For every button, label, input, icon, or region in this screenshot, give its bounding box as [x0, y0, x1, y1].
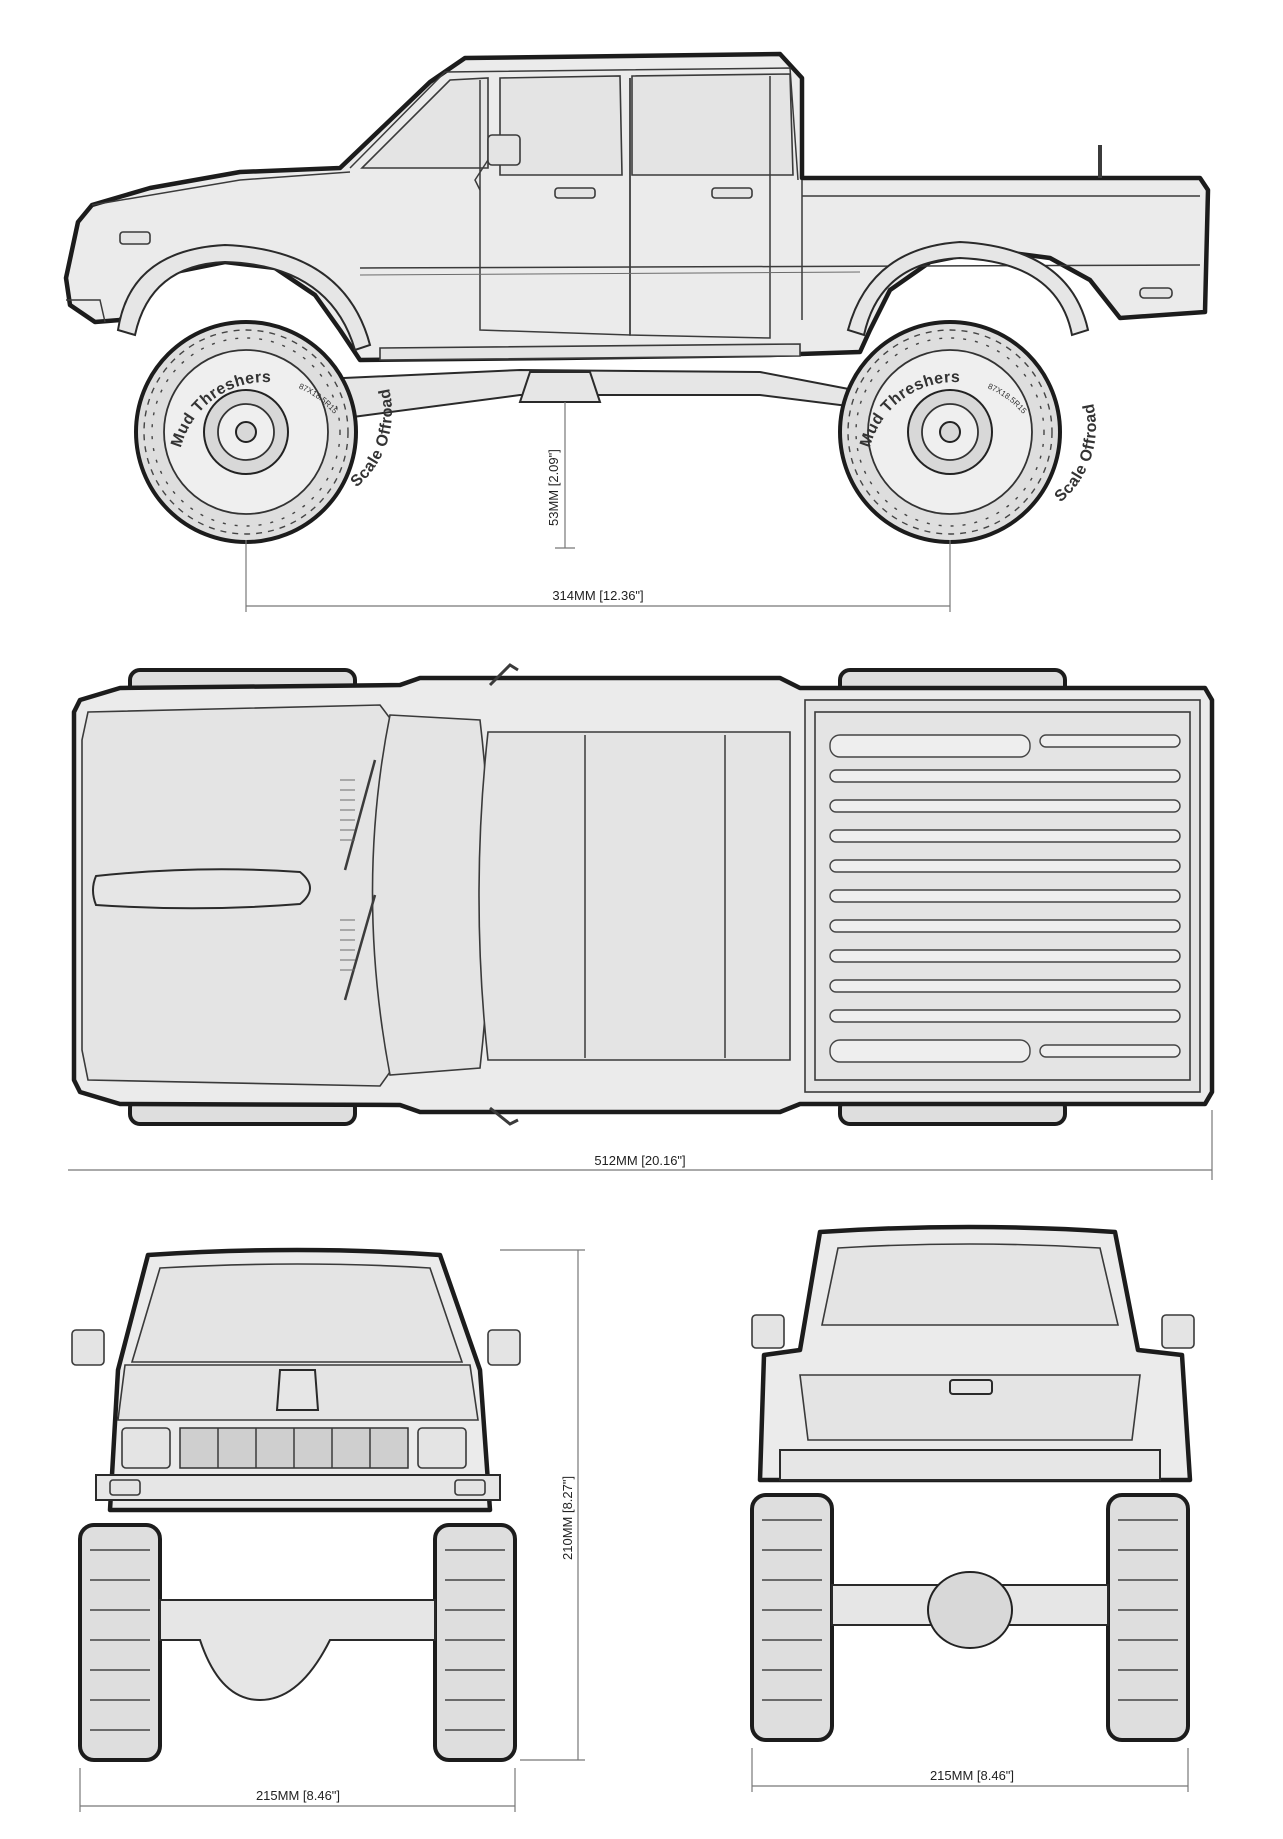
svg-text:215MM [8.46"]: 215MM [8.46"]: [930, 1768, 1014, 1783]
wiper-right: [343, 894, 377, 1001]
hood-scoop-front: [275, 1369, 320, 1411]
svg-text:210MM [8.27"]: 210MM [8.27"]: [560, 1476, 575, 1560]
svg-text:512MM [20.16"]: 512MM [20.16"]: [594, 1153, 685, 1168]
svg-text:53MM [2.09"]: 53MM [2.09"]: [546, 449, 561, 526]
tailgate: [799, 1374, 1141, 1441]
mirror-right-top: [489, 1106, 519, 1126]
hood-line: [91, 171, 351, 206]
headlight-right-front: [417, 1427, 467, 1469]
rear-left-tire-rear: [750, 1493, 834, 1742]
running-board: [379, 343, 801, 361]
front-window: [360, 77, 489, 169]
mirror-left-top: [488, 663, 519, 687]
front-left-tire-front: [78, 1523, 162, 1762]
body-line-2: [359, 271, 861, 276]
svg-text:215MM [8.46"]: 215MM [8.46"]: [256, 1788, 340, 1803]
svg-text:314MM [12.36"]: 314MM [12.36"]: [552, 588, 643, 603]
dim-wheelbase: 314MM [12.36"]: [245, 540, 951, 612]
rear-diff: [927, 1571, 1013, 1649]
rear-fender-flare: [846, 240, 1090, 337]
headlight-side: [119, 231, 151, 245]
front-bumper-side: [66, 299, 106, 323]
rear-door-handle: [711, 187, 753, 199]
rear-window: [631, 73, 794, 176]
tail-light-side: [1139, 287, 1173, 299]
windshield-top: [371, 714, 491, 1076]
front-bumper: [95, 1474, 501, 1501]
dim-overall-length: 512MM [20.16"]: [68, 1110, 1213, 1180]
front-fender-flare: [116, 243, 372, 352]
mirror-right-rear: [1161, 1314, 1195, 1349]
rear-cab-window: [821, 1243, 1120, 1326]
front-door-handle: [554, 187, 596, 199]
roof-top: [478, 731, 791, 1061]
dim-front-width: 215MM [8.46"]: [79, 1768, 516, 1812]
mirror-right-front: [487, 1329, 521, 1366]
dim-overall-height: 210MM [8.27"]: [500, 1249, 585, 1761]
front-tire-treads: [90, 1549, 505, 1731]
transfer-case: [518, 371, 602, 403]
fog-left: [109, 1479, 141, 1496]
front-view: 210MM [8.27"] 215MM [8.46"]: [71, 1247, 585, 1812]
body-line: [359, 264, 1201, 269]
windshield-front: [130, 1263, 464, 1363]
wiper-left: [343, 759, 377, 871]
rear-tire-side: Mud Threshers 87X18.5R15 Scale Offroad: [838, 320, 1100, 544]
cowl-vents: [340, 779, 355, 971]
rear-door: [629, 76, 771, 339]
hood-scoop: [92, 868, 311, 910]
mirror-arm: [474, 159, 489, 191]
fog-right: [454, 1479, 486, 1496]
rear-bumper: [779, 1449, 1161, 1481]
side-view: Mud Threshers 87X18.5R15 Scale Offroad M…: [63, 51, 1211, 612]
side-mirror: [487, 134, 521, 166]
dim-rear-width: 215MM [8.46"]: [751, 1748, 1189, 1792]
cab-outline: [349, 67, 799, 181]
grille: [179, 1427, 409, 1469]
front-axle: [159, 1599, 436, 1702]
rear-right-tire-rear: [1106, 1493, 1190, 1742]
dim-ground-clearance: 53MM [2.09"]: [546, 402, 575, 549]
rear-view: 215MM [8.46"]: [750, 1224, 1195, 1792]
headlight-left-front: [121, 1427, 171, 1469]
mirror-left-front: [71, 1329, 105, 1366]
top-view: 512MM [20.16"]: [68, 663, 1215, 1180]
bed-ribs: [829, 734, 1181, 1063]
rear-tire-treads: [762, 1519, 1178, 1701]
mirror-left-rear: [751, 1314, 785, 1349]
tailgate-handle: [949, 1379, 993, 1395]
front-right-tire-front: [433, 1523, 517, 1762]
